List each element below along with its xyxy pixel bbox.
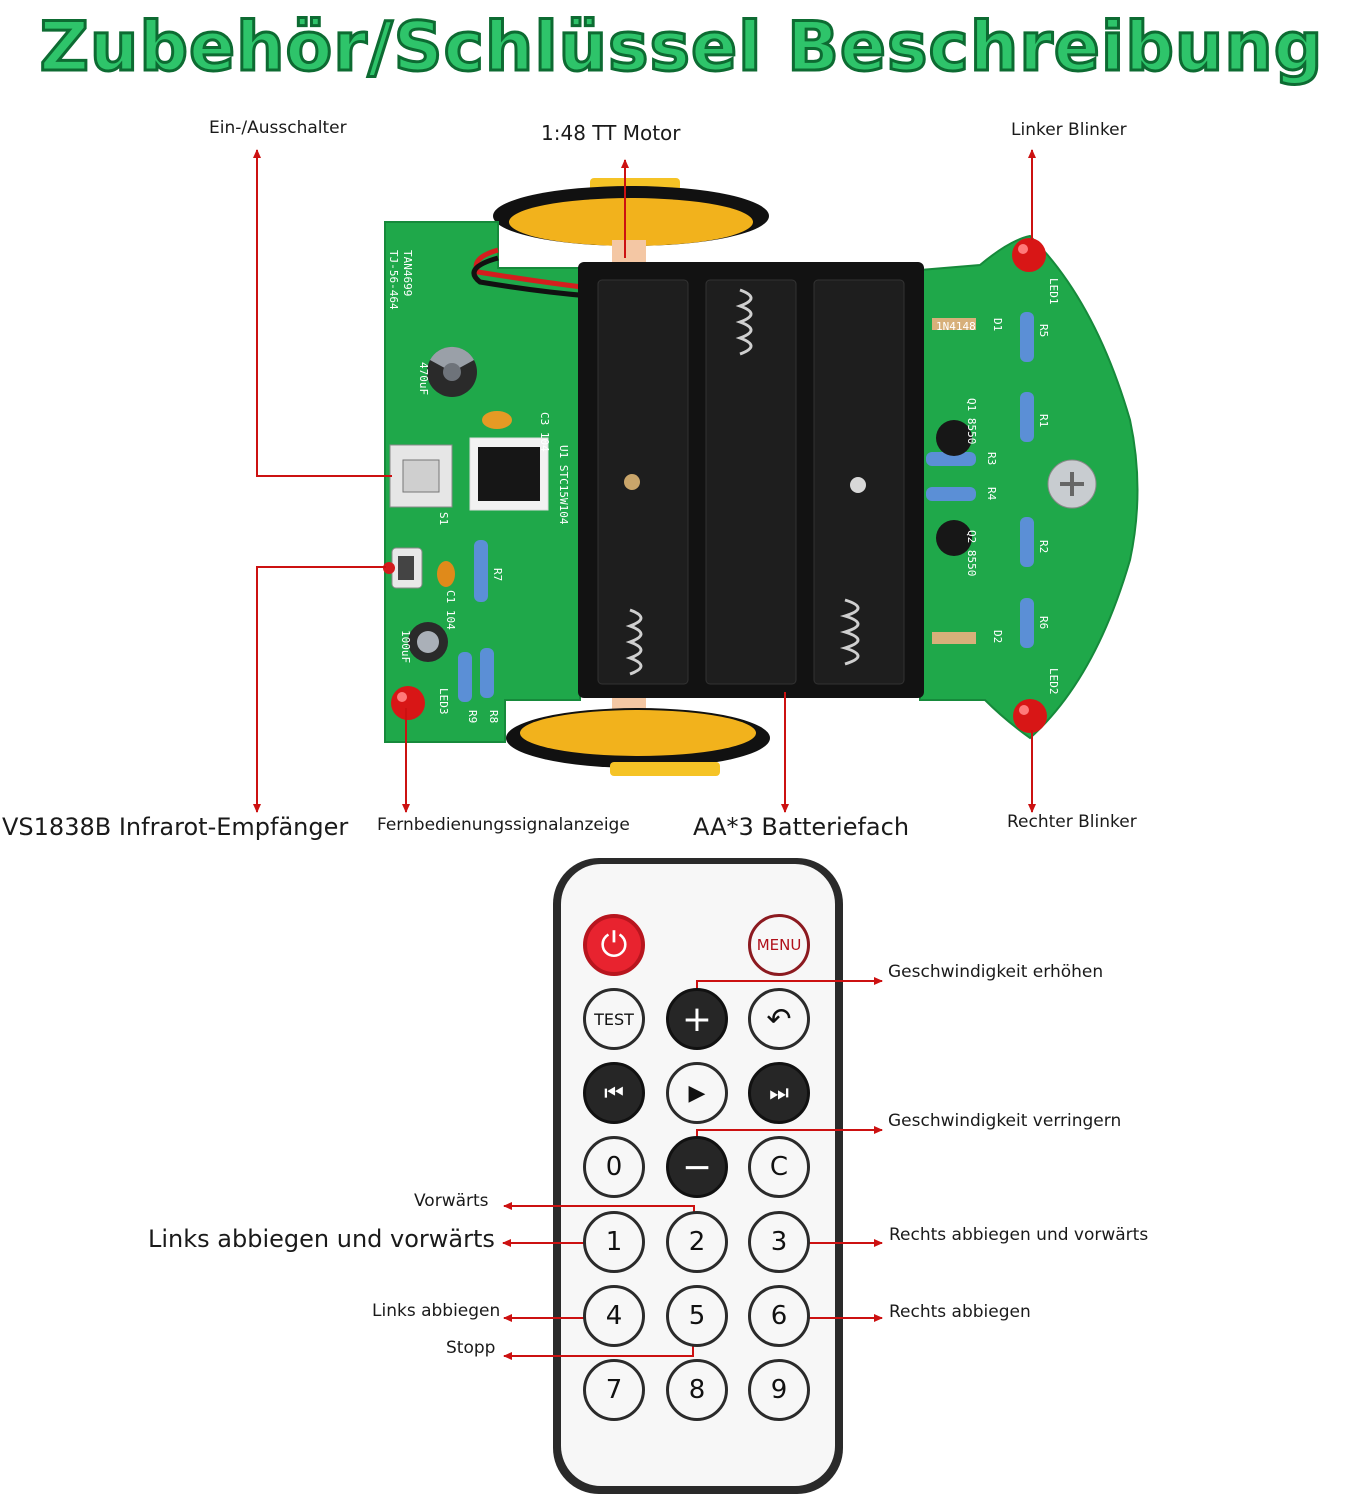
car-kit: TAN4699 TJ-56-464 470uF C3 104 U1 STC15W… xyxy=(383,178,1139,776)
capacitor-100uf-icon xyxy=(408,622,448,662)
pcb-text-r6: R6 xyxy=(1037,616,1050,629)
button-9[interactable]: 9 xyxy=(748,1359,810,1421)
button-1[interactable]: 1 xyxy=(583,1211,645,1273)
pcb-text-d1: D1 xyxy=(991,318,1004,331)
pcb-text-diode: 1N4148 xyxy=(936,320,976,333)
button-7[interactable]: 7 xyxy=(583,1359,645,1421)
pcb-text-led1: LED1 xyxy=(1047,278,1060,305)
label-forward: Vorwärts xyxy=(414,1191,489,1211)
button-8[interactable]: 8 xyxy=(666,1359,728,1421)
minus-button[interactable]: − xyxy=(666,1136,728,1198)
button-3[interactable]: 3 xyxy=(748,1211,810,1273)
label-motor: 1:48 TT Motor xyxy=(541,121,681,145)
pcb-text-q2: Q2 8550 xyxy=(965,530,978,576)
pcb-text-led2: LED2 xyxy=(1047,668,1060,695)
label-switch: Ein-/Ausschalter xyxy=(209,118,347,138)
plus-button[interactable]: + xyxy=(666,988,728,1050)
label-speed-up: Geschwindigkeit erhöhen xyxy=(888,962,1104,982)
label-left: Links abbiegen xyxy=(372,1301,501,1321)
arrow-ir-receiver xyxy=(253,566,386,813)
label-signal-indicator: Fernbedienungssignalanzeige xyxy=(377,815,630,835)
play-button[interactable]: ▶ xyxy=(666,1062,728,1124)
led2-icon xyxy=(1013,699,1047,733)
pcb-text-r4: R4 xyxy=(985,487,998,501)
back-button[interactable]: ↶ xyxy=(748,988,810,1050)
label-right-forward: Rechts abbiegen und vorwärts xyxy=(889,1225,1149,1245)
page-title: Zubehör/Schlüssel Beschreibung xyxy=(38,7,1324,89)
label-left-forward: Links abbiegen und vorwärts xyxy=(148,1225,495,1253)
pcb-text-r9: R9 xyxy=(466,710,479,723)
pcb-text-r8: R8 xyxy=(487,710,500,723)
capacitor-470uf-icon xyxy=(427,346,477,397)
label-right: Rechts abbiegen xyxy=(889,1302,1031,1322)
label-left-blinker: Linker Blinker xyxy=(1011,120,1127,140)
pcb-text-d2: D2 xyxy=(991,630,1004,643)
arrow-switch xyxy=(253,149,392,477)
screw-icon xyxy=(1047,459,1097,509)
pcb-silkscreen: TAN4699 TJ-56-464 470uF C3 104 U1 STC15W… xyxy=(387,250,1060,723)
previous-button[interactable]: ⏮ xyxy=(583,1062,645,1124)
button-0[interactable]: 0 xyxy=(583,1136,645,1198)
pcb-board xyxy=(384,221,1139,743)
led3-icon xyxy=(391,686,425,720)
c-button[interactable]: C xyxy=(748,1136,810,1198)
bottom-wheel xyxy=(506,698,770,776)
pcb-text-r3: R3 xyxy=(985,452,998,465)
pcb-text-chip: U1 STC15W104 xyxy=(557,445,570,525)
pcb-text-r7: R7 xyxy=(491,568,504,581)
button-6[interactable]: 6 xyxy=(748,1285,810,1347)
led1-icon xyxy=(1012,238,1046,272)
pcb-text-r1: R1 xyxy=(1037,414,1050,427)
chip-icon xyxy=(469,437,549,511)
menu-button[interactable]: MENU xyxy=(748,914,810,976)
pcb-text-cap-c1: C1 104 xyxy=(444,590,457,630)
power-button[interactable]: ⏻ xyxy=(583,914,645,976)
label-right-blinker: Rechter Blinker xyxy=(1007,812,1137,832)
pcb-text-switch: S1 xyxy=(437,512,450,525)
button-2[interactable]: 2 xyxy=(666,1211,728,1273)
top-wheel xyxy=(493,178,769,270)
label-speed-down: Geschwindigkeit verringern xyxy=(888,1111,1122,1131)
pcb-text-board-id: TAN4699 xyxy=(401,250,414,296)
battery-holder-icon xyxy=(578,262,924,698)
next-button[interactable]: ⏭ xyxy=(748,1062,810,1124)
pcb-text-r2: R2 xyxy=(1037,540,1050,553)
ir-receiver-icon xyxy=(383,547,423,589)
test-button[interactable]: TEST xyxy=(583,988,645,1050)
pcb-text-cap-small: 100uF xyxy=(399,630,412,663)
pcb-text-cap-big: 470uF xyxy=(417,362,430,395)
button-5[interactable]: 5 xyxy=(666,1285,728,1347)
label-ir-receiver: VS1838B Infrarot-Empfänger xyxy=(2,813,349,841)
car-callout-arrows xyxy=(253,149,1036,813)
pcb-text-cap-c3: C3 104 xyxy=(538,412,551,452)
power-switch-icon xyxy=(389,444,453,508)
pcb-text-q1: Q1 8550 xyxy=(965,398,978,444)
pcb-text-board-rev: TJ-56-464 xyxy=(387,250,400,310)
pcb-text-led3: LED3 xyxy=(437,688,450,715)
label-stop: Stopp xyxy=(446,1338,496,1358)
label-battery: AA*3 Batteriefach xyxy=(693,813,910,841)
pcb-text-r5: R5 xyxy=(1037,324,1050,337)
button-4[interactable]: 4 xyxy=(583,1285,645,1347)
